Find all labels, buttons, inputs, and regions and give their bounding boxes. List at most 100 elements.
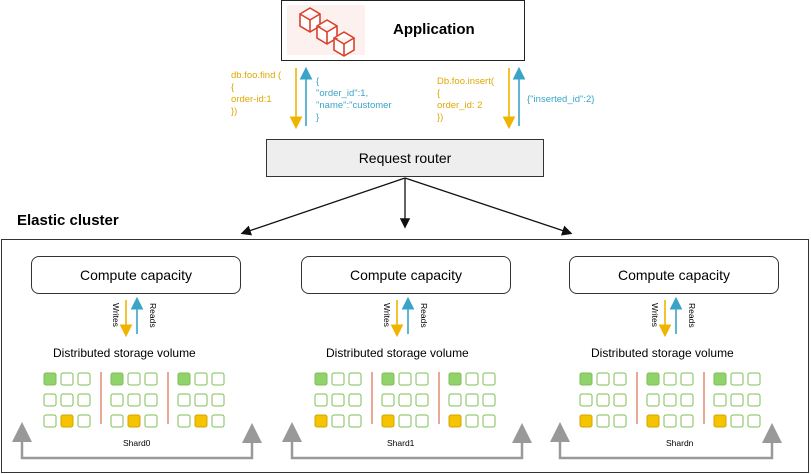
storage-cell — [613, 414, 627, 428]
storage-cell — [144, 393, 158, 407]
storage-cell — [747, 393, 761, 407]
storage-cell — [60, 393, 74, 407]
storage-cell — [398, 372, 412, 386]
storage-cell — [730, 414, 744, 428]
storage-cell — [482, 414, 496, 428]
storage-cell — [144, 372, 158, 386]
storage-cell — [448, 414, 462, 428]
storage-cell — [144, 414, 158, 428]
storage-cell — [596, 393, 610, 407]
router-arrow-n — [404, 177, 573, 236]
compute-capacity-n: Compute capacity — [569, 256, 779, 294]
storage-cell — [127, 372, 141, 386]
storage-cell — [314, 393, 328, 407]
storage-cell — [177, 372, 191, 386]
storage-cell — [381, 393, 395, 407]
storage-cell — [646, 372, 660, 386]
storage-cell — [415, 372, 429, 386]
shard-bracket-0 — [20, 423, 262, 460]
storage-label-n: Distributed storage volume — [591, 346, 734, 360]
storage-cell — [579, 414, 593, 428]
storage-cell — [730, 372, 744, 386]
storage-cell — [730, 393, 744, 407]
storage-cell — [465, 393, 479, 407]
storage-cell — [596, 372, 610, 386]
compute-capacity-0: Compute capacity — [31, 256, 241, 294]
storage-cell — [314, 414, 328, 428]
application-title: Application — [393, 21, 475, 38]
storage-cell — [110, 414, 124, 428]
storage-cell — [60, 372, 74, 386]
storage-cell — [348, 393, 362, 407]
elastic-cluster-box — [1, 239, 809, 473]
find-response-code: { "order_id":1, "name":"customer } — [316, 76, 392, 123]
storage-cell — [110, 372, 124, 386]
storage-cell — [646, 393, 660, 407]
storage-cell — [43, 372, 57, 386]
storage-cell — [713, 372, 727, 386]
storage-cell — [43, 414, 57, 428]
storage-cell — [482, 393, 496, 407]
insert-request-code: Db.foo.insert( { order_id: 2 }) — [437, 76, 495, 123]
storage-cell — [331, 372, 345, 386]
storage-cell — [211, 372, 225, 386]
storage-cell — [646, 414, 660, 428]
storage-cell — [448, 393, 462, 407]
storage-cell — [596, 414, 610, 428]
storage-cell — [398, 393, 412, 407]
storage-cell — [314, 372, 328, 386]
storage-cell — [680, 393, 694, 407]
storage-cell — [60, 414, 74, 428]
storage-cell — [713, 414, 727, 428]
storage-cell — [43, 393, 57, 407]
storage-cell — [331, 414, 345, 428]
storage-cell — [680, 372, 694, 386]
storage-cell — [680, 414, 694, 428]
router-arrow-0 — [240, 177, 406, 236]
storage-cell — [127, 393, 141, 407]
storage-cell — [415, 414, 429, 428]
storage-cell — [348, 414, 362, 428]
storage-cell — [77, 393, 91, 407]
storage-label-1: Distributed storage volume — [326, 346, 469, 360]
cluster-title: Elastic cluster — [17, 212, 119, 229]
storage-cell — [110, 393, 124, 407]
storage-cell — [398, 414, 412, 428]
storage-cell — [211, 393, 225, 407]
storage-cell — [177, 414, 191, 428]
storage-cell — [415, 393, 429, 407]
storage-cell — [448, 372, 462, 386]
storage-cell — [579, 393, 593, 407]
storage-cell — [747, 414, 761, 428]
storage-cell — [579, 372, 593, 386]
storage-cell — [348, 372, 362, 386]
storage-cell — [747, 372, 761, 386]
storage-cell — [194, 372, 208, 386]
shard-name-n: Shardn — [666, 438, 694, 448]
storage-cell — [77, 372, 91, 386]
shard-bracket-2 — [558, 423, 782, 460]
storage-cell — [381, 414, 395, 428]
storage-cell — [663, 393, 677, 407]
storage-cell — [331, 393, 345, 407]
storage-cell — [194, 414, 208, 428]
storage-cell — [194, 393, 208, 407]
storage-cell — [663, 414, 677, 428]
storage-cell — [482, 372, 496, 386]
insert-response-code: {"inserted_id":2} — [527, 94, 595, 105]
shard-name-0: Shard0 — [123, 438, 151, 448]
shard-name-1: Shard1 — [387, 438, 415, 448]
storage-cell — [127, 414, 141, 428]
storage-cell — [177, 393, 191, 407]
find-request-code: db.foo.find ( { order-id:1 }) — [231, 70, 282, 117]
storage-cell — [663, 372, 677, 386]
storage-cell — [713, 393, 727, 407]
storage-cell — [77, 414, 91, 428]
storage-cell — [613, 393, 627, 407]
storage-cell — [211, 414, 225, 428]
compute-capacity-1: Compute capacity — [301, 256, 511, 294]
shard-bracket-1 — [290, 423, 532, 460]
storage-cell — [465, 414, 479, 428]
